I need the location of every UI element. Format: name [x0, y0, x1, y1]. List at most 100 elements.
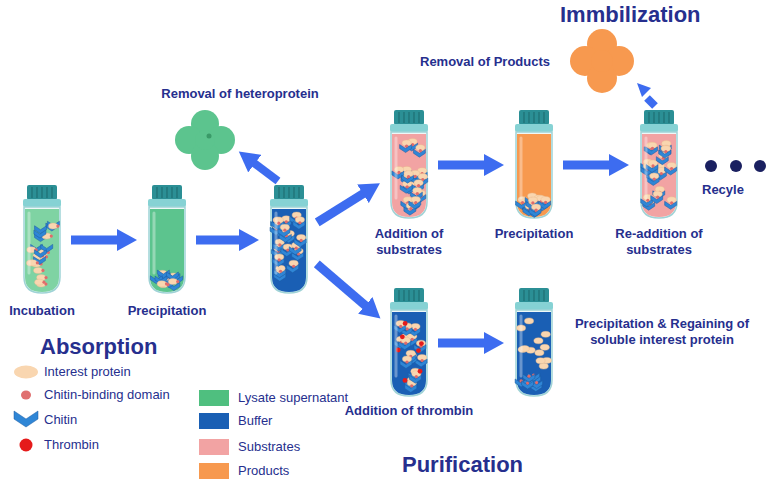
flow-arrow: [317, 193, 364, 222]
cap-ridge: [658, 112, 659, 123]
removal-arrow: [254, 163, 278, 181]
tube-collar: [23, 199, 61, 207]
chitin-binding-domain: [653, 177, 656, 180]
test-tube-node: Precipitation: [510, 110, 558, 220]
blob-core: [591, 50, 613, 72]
tube-body: [516, 132, 552, 218]
chitin-binding-domain: [535, 381, 538, 384]
chitin-binding-domain: [42, 281, 45, 284]
flow-arrow: [438, 339, 485, 348]
tube-caption: Addition of substrates: [354, 226, 464, 258]
cap-ridge: [46, 187, 47, 198]
cap-ridge: [398, 112, 399, 123]
chitin-binding-domain: [416, 192, 419, 195]
chitin-binding-domain: [531, 201, 534, 204]
legend-label: Lysate supernatant: [238, 390, 348, 406]
cap-ridge: [161, 187, 162, 198]
continuation-dots: [705, 160, 766, 172]
cap-ridge: [663, 112, 664, 123]
chitin: [651, 196, 663, 204]
chitin-binding-domain: [56, 224, 59, 227]
test-tube: [143, 185, 191, 295]
chitin-binding-domain: [660, 172, 663, 175]
tube-caption: Addition of thrombin: [324, 403, 494, 419]
chitin-binding-domain: [664, 150, 667, 153]
chitin: [409, 375, 421, 383]
cap-ridge: [528, 112, 529, 123]
cap-ridge: [648, 112, 649, 123]
tube-shine: [520, 316, 523, 376]
chitin-binding-domain: [295, 247, 298, 250]
chitin-binding-domain: [534, 209, 537, 212]
thrombin: [416, 348, 421, 353]
blob-dot: [207, 134, 212, 139]
cap-ridge: [523, 112, 524, 123]
chitin: [47, 221, 59, 229]
chitin: [653, 191, 665, 199]
thrombin: [400, 334, 405, 339]
chitin-binding-domain: [670, 201, 673, 204]
chitin-binding-domain: [404, 342, 407, 345]
cap-ridge: [283, 187, 284, 198]
section-heading: Purification: [402, 452, 523, 478]
chitin: [409, 201, 421, 209]
chitin-binding-domain: [656, 195, 659, 198]
chitin-binding-domain: [405, 360, 408, 363]
chitin-binding-domain: [414, 201, 417, 204]
dot: [705, 160, 717, 172]
particles: [394, 320, 427, 392]
chitin: [665, 167, 677, 175]
legend-label: Buffer: [238, 413, 272, 429]
interest-protein: [536, 358, 545, 364]
chitin-binding-domain: [670, 167, 673, 170]
flow-arrow: [317, 264, 366, 306]
legend-label: Chitin-binding domain: [44, 387, 170, 403]
chitin-binding-domain: [277, 222, 280, 225]
tube-shine: [520, 138, 523, 198]
flow-arrow: [71, 236, 118, 245]
tube-caption: Incubation: [0, 303, 84, 319]
heteroprotein-blob: [175, 110, 235, 170]
tube-cap: [152, 185, 182, 200]
chitin-binding-domain: [420, 359, 423, 362]
cap-ridge: [51, 187, 52, 198]
chitin: [272, 258, 284, 266]
step-note: Removal of Products: [420, 54, 550, 70]
cap-ridge: [403, 290, 404, 301]
chitin: [402, 175, 414, 183]
tube-liquid: [150, 209, 184, 292]
chitin-binding-domain: [527, 375, 530, 378]
chitin-binding-domain: [278, 258, 281, 261]
cap-ridge: [668, 112, 669, 123]
legend-swatch: [199, 463, 229, 479]
chitin: [293, 221, 305, 229]
chitin-binding-domain: [36, 261, 39, 264]
chitin-binding-domain: [407, 175, 410, 178]
chitin: [523, 374, 535, 382]
flow-arrow: [563, 161, 610, 170]
chitin-binding-domain: [411, 338, 414, 341]
chitin-binding-domain: [278, 243, 281, 246]
interest-protein: [416, 340, 425, 346]
tube-cap: [27, 185, 57, 200]
legend-swatch: [199, 413, 229, 429]
cap-ridge: [278, 187, 279, 198]
chitin: [522, 381, 534, 389]
cap-ridge: [31, 187, 32, 198]
cap-ridge: [398, 290, 399, 301]
chitin-binding-domain: [44, 276, 47, 279]
tube-body: [271, 207, 307, 293]
interest-protein: [534, 338, 543, 344]
tube-shine: [395, 316, 398, 376]
chitin: [665, 201, 677, 209]
chitin-binding-domain: [286, 248, 289, 251]
chitin: [647, 178, 659, 186]
cap-ridge: [653, 112, 654, 123]
test-tube: [385, 288, 433, 398]
tube-cap: [274, 185, 304, 200]
interest-protein: [540, 344, 549, 350]
cap-ridge: [408, 112, 409, 123]
legend-chitin-icon: [14, 411, 38, 427]
cap-ridge: [41, 187, 42, 198]
cap-ridge: [543, 112, 544, 123]
